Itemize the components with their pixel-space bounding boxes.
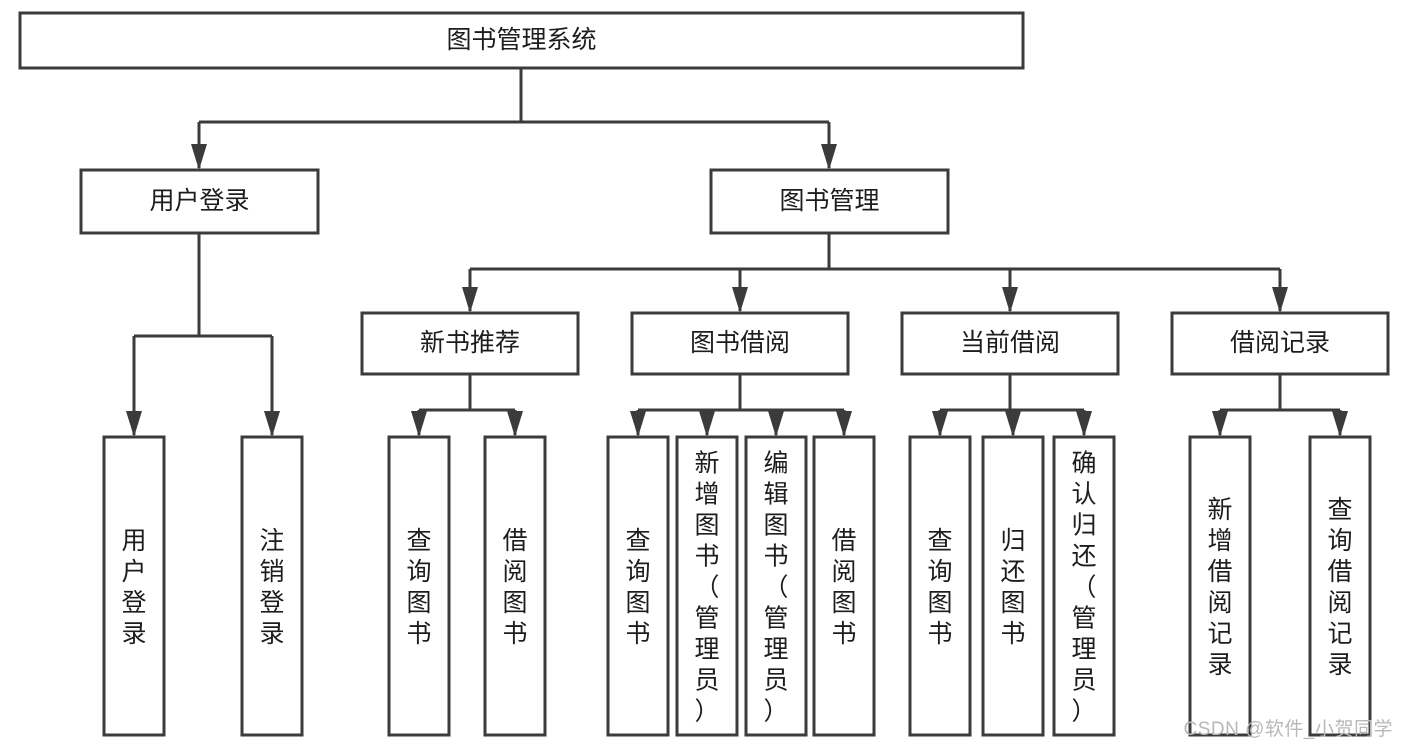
arrow-head-icon — [411, 411, 427, 437]
connector-book-manage-to-level3 — [462, 233, 1288, 313]
node-label: 查询图书 — [927, 527, 952, 648]
node-label: 查询借阅记录 — [1327, 496, 1352, 679]
node-label: 图书管理 — [779, 187, 879, 215]
node-leaf-return-book[interactable]: 归还图书 — [981, 435, 1045, 737]
node-label: 用户登录 — [121, 527, 146, 648]
node-leaf-query-book-1[interactable]: 查询图书 — [387, 435, 451, 737]
arrow-head-icon — [1005, 411, 1021, 437]
node-current-borrow[interactable]: 当前借阅 — [900, 311, 1120, 376]
node-leaf-query-book-2[interactable]: 查询图书 — [606, 435, 670, 737]
node-label: 注销登录 — [259, 527, 284, 648]
node-leaf-query-borrow-record[interactable]: 查询借阅记录 — [1308, 435, 1372, 737]
node-label: 借阅图书 — [831, 527, 856, 648]
arrow-head-icon — [1272, 287, 1288, 313]
arrow-head-icon — [462, 287, 478, 313]
node-new-book-recommend[interactable]: 新书推荐 — [360, 311, 580, 376]
node-label: 新增图书（管理员） — [694, 450, 719, 726]
node-label: 新增借阅记录 — [1207, 496, 1232, 679]
arrow-head-icon — [191, 144, 207, 170]
node-layer: 图书管理系统用户登录图书管理新书推荐图书借阅当前借阅借阅记录用户登录注销登录查询… — [18, 11, 1390, 737]
node-label: 借阅图书 — [502, 527, 527, 648]
node-leaf-edit-book-admin[interactable]: 编辑图书（管理员） — [744, 435, 808, 737]
arrow-head-icon — [1076, 411, 1092, 437]
node-label: 用户登录 — [149, 187, 249, 215]
node-label: 查询图书 — [406, 527, 431, 648]
node-label: 查询图书 — [625, 527, 650, 648]
node-label: 借阅记录 — [1230, 329, 1330, 357]
arrow-head-icon — [1332, 411, 1348, 437]
arrow-head-icon — [821, 144, 837, 170]
arrow-head-icon — [836, 411, 852, 437]
node-book-manage[interactable]: 图书管理 — [709, 168, 950, 235]
arrow-head-icon — [1002, 287, 1018, 313]
node-label: 图书借阅 — [690, 329, 790, 357]
arrow-head-icon — [768, 411, 784, 437]
arrow-head-icon — [264, 411, 280, 437]
arrow-head-icon — [630, 411, 646, 437]
node-label: 确认归还（管理员） — [1071, 450, 1096, 726]
node-leaf-confirm-return-admin[interactable]: 确认归还（管理员） — [1052, 435, 1116, 737]
connector-layer — [126, 68, 1348, 437]
arrow-head-icon — [1212, 411, 1228, 437]
connector-current-to-leaves — [932, 374, 1092, 437]
arrow-head-icon — [932, 411, 948, 437]
connector-records-to-leaves — [1212, 374, 1348, 437]
connector-user-login-to-leaves — [126, 233, 280, 437]
node-leaf-user-login[interactable]: 用户登录 — [102, 435, 166, 737]
node-leaf-logout-login[interactable]: 注销登录 — [240, 435, 304, 737]
node-leaf-borrow-book-1[interactable]: 借阅图书 — [483, 435, 547, 737]
csdn-watermark: CSDN @软件_小贺同学 — [1183, 719, 1393, 740]
node-user-login[interactable]: 用户登录 — [79, 168, 320, 235]
node-leaf-query-book-3[interactable]: 查询图书 — [908, 435, 972, 737]
node-label: 当前借阅 — [960, 329, 1060, 357]
node-label: 归还图书 — [1000, 527, 1025, 648]
node-book-borrow[interactable]: 图书借阅 — [630, 311, 850, 376]
connector-borrow-to-leaves — [630, 374, 852, 437]
connector-root-to-level2 — [191, 68, 837, 170]
node-label: 编辑图书（管理员） — [763, 450, 788, 726]
arrow-head-icon — [507, 411, 523, 437]
arrow-head-icon — [699, 411, 715, 437]
node-borrow-records[interactable]: 借阅记录 — [1170, 311, 1390, 376]
arrow-head-icon — [126, 411, 142, 437]
node-label: 新书推荐 — [420, 329, 520, 357]
arrow-head-icon — [732, 287, 748, 313]
node-leaf-add-borrow-record[interactable]: 新增借阅记录 — [1188, 435, 1252, 737]
node-leaf-add-book-admin[interactable]: 新增图书（管理员） — [675, 435, 739, 737]
node-label: 图书管理系统 — [446, 26, 596, 54]
node-leaf-borrow-book-2[interactable]: 借阅图书 — [812, 435, 876, 737]
node-root[interactable]: 图书管理系统 — [18, 11, 1025, 70]
connector-recommend-to-leaves — [411, 374, 523, 437]
